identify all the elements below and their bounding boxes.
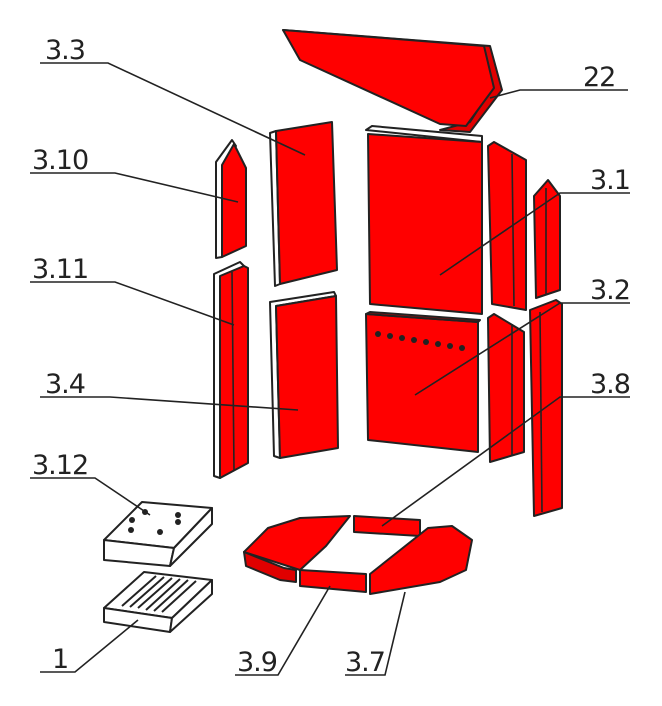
label-3-4: 3.4 [45,369,85,400]
part-3-9-floor-front [299,569,367,593]
part-right-upper-panel [487,141,527,311]
part-3-11-panel [213,261,249,479]
part-3-7-floor-right [369,525,473,595]
part-3-8-floor-back [353,515,421,537]
label-3-9: 3.9 [237,647,277,678]
label-1: 1 [52,644,68,675]
part-3-4-panel [269,291,339,459]
label-3-2: 3.2 [590,275,630,306]
label-3-1: 3.1 [590,165,630,196]
part-3-1-panel [365,125,483,315]
part-1-grate [103,571,213,633]
part-22-baffle [282,29,503,133]
label-22: 22 [583,62,615,93]
label-3-7: 3.7 [345,647,385,678]
label-3-3: 3.3 [45,35,85,66]
label-3-8: 3.8 [590,369,630,400]
leader-lines [30,62,630,676]
part-3-2-panel [365,311,481,453]
label-3-11: 3.11 [32,254,88,285]
label-3-10: 3.10 [32,145,88,176]
part-3-10-panel [215,139,247,259]
label-3-12: 3.12 [32,450,88,481]
part-3-3-panel [269,121,338,287]
part-3-12-block [103,501,213,567]
part-right-pointed-panel [533,179,561,299]
air-holes [375,331,465,351]
part-right-lower-panel [487,313,525,463]
